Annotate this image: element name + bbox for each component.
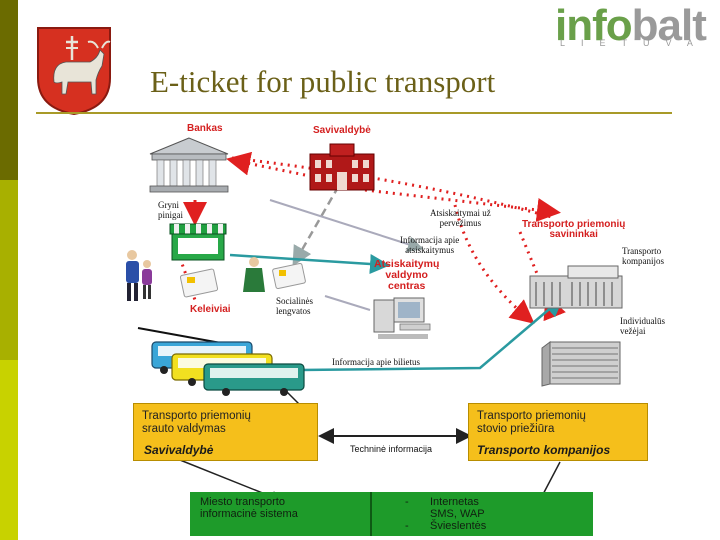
ticket-card-2-icon — [272, 262, 306, 290]
kiosk-icon — [169, 223, 227, 261]
system-name: Miesto transporto informacinė sistema — [200, 496, 298, 520]
ticket-info-label: Informacija apie bilietus — [332, 357, 420, 367]
system-line-1: Miesto transporto — [200, 496, 285, 508]
settlements-line-1: Atsiskaitymai už — [430, 208, 491, 218]
passengers-icon — [126, 250, 152, 301]
settlements-label: Atsiskaitymai už pervežimus — [430, 208, 491, 228]
arrow-center-companies — [453, 204, 535, 324]
settlement-info-line-2: atsiskaitymus — [405, 245, 455, 255]
vehicle-owners-label: Transporto priemonių savininkai — [522, 220, 625, 240]
factory-icon — [529, 265, 623, 309]
carriers-line-2: vežėjai — [620, 326, 646, 336]
flow-control-owner: Savivaldybė — [144, 443, 214, 457]
channel-internet: Internetas — [430, 496, 479, 508]
condition-line-2: stovio priežiūra — [477, 423, 555, 435]
flow-control-line-1: Transporto priemonių — [142, 410, 251, 422]
center-line-2: valdymo — [385, 269, 428, 281]
arrow-settlement-info — [229, 253, 390, 275]
bank-label: Bankas — [187, 123, 223, 134]
channel-displays: Švieslentės — [430, 520, 487, 532]
condition-line-1: Transporto priemonių — [477, 410, 586, 422]
computer-icon — [373, 297, 431, 339]
coat-of-arms-icon — [37, 27, 111, 116]
technical-info-label: Techninė informacija — [350, 444, 433, 454]
social-benefits-label: Socialinės lengvatos — [276, 296, 313, 316]
bank-building-icon — [149, 137, 229, 193]
settlements-line-2: pervežimus — [439, 218, 482, 228]
settlement-center-label: Atsiskaitymų valdymo centras — [374, 259, 439, 292]
channel-sms: SMS, WAP — [430, 508, 485, 520]
sidebar-bars — [0, 0, 18, 540]
logo-main-part-a: info — [555, 1, 633, 50]
infobalt-logo: infobalt — [555, 1, 707, 50]
sidebar-bar-pale — [0, 360, 18, 540]
arrow-bank-owners — [231, 156, 556, 220]
owners-line-1: Transporto priemonių — [522, 219, 626, 230]
center-line-3: centras — [388, 280, 426, 292]
settlement-info-label: Informacija apie atsiskaitymus — [400, 235, 459, 255]
page-title: E-ticket for public transport — [150, 64, 496, 99]
benefits-line-2: lengvatos — [276, 306, 311, 316]
arrow-benefits-center — [324, 295, 371, 311]
arrow-ticket-info — [299, 296, 564, 372]
flow-control-line-2: srauto valdymas — [142, 423, 226, 435]
flow-control-box: Transporto priemonių srauto valdymas Sav… — [133, 403, 318, 461]
cash-line-2: pinigai — [158, 210, 183, 220]
sidebar-bar-dark — [0, 0, 18, 180]
settlement-info-line-1: Informacija apie — [400, 235, 460, 245]
municipality-building-icon — [309, 143, 375, 191]
companies-line-1: Transporto — [622, 246, 662, 256]
title-rule — [36, 112, 672, 114]
ticket-card-icon — [180, 268, 219, 298]
logo-subtitle: LIETUVA — [560, 38, 709, 48]
city-transport-info-system-box: Miesto transporto informacinė sistema - … — [190, 492, 593, 536]
bus-icon — [151, 341, 305, 396]
owners-line-2: savininkai — [549, 229, 598, 240]
benefits-line-1: Socialinės — [276, 296, 313, 306]
system-line-2: informacinė sistema — [200, 508, 298, 520]
channel-bullet-3: - — [405, 520, 409, 532]
logo-main-part-b: balt — [631, 1, 707, 50]
channel-list: Internetas SMS, WAP Švieslentės — [430, 496, 486, 532]
companies-line-2: kompanijos — [622, 256, 664, 266]
sidebar-bar-light — [0, 180, 18, 360]
individual-carriers-label: Individualūs vežėjai — [620, 316, 665, 336]
box-divider — [370, 492, 372, 536]
cash-label: Gryni pinigai — [158, 200, 183, 220]
municipality-label: Savivaldybė — [313, 125, 371, 136]
channel-bullets: - . - — [405, 496, 409, 532]
center-line-1: Atsiskaitymų — [374, 258, 440, 270]
condition-owner: Transporto kompanijos — [477, 443, 611, 457]
condition-maintenance-box: Transporto priemonių stovio priežiūra Tr… — [468, 403, 648, 461]
transport-companies-label: Transporto kompanijos — [622, 246, 664, 266]
cash-line-1: Gryni — [158, 200, 179, 210]
channel-bullet-1: - — [405, 496, 409, 508]
passenger-woman-icon — [243, 257, 265, 292]
arrow-bank-center — [269, 199, 424, 252]
passengers-label: Keleiviai — [190, 304, 231, 315]
carriers-line-1: Individualūs — [620, 316, 665, 326]
office-building-icon — [541, 341, 621, 387]
